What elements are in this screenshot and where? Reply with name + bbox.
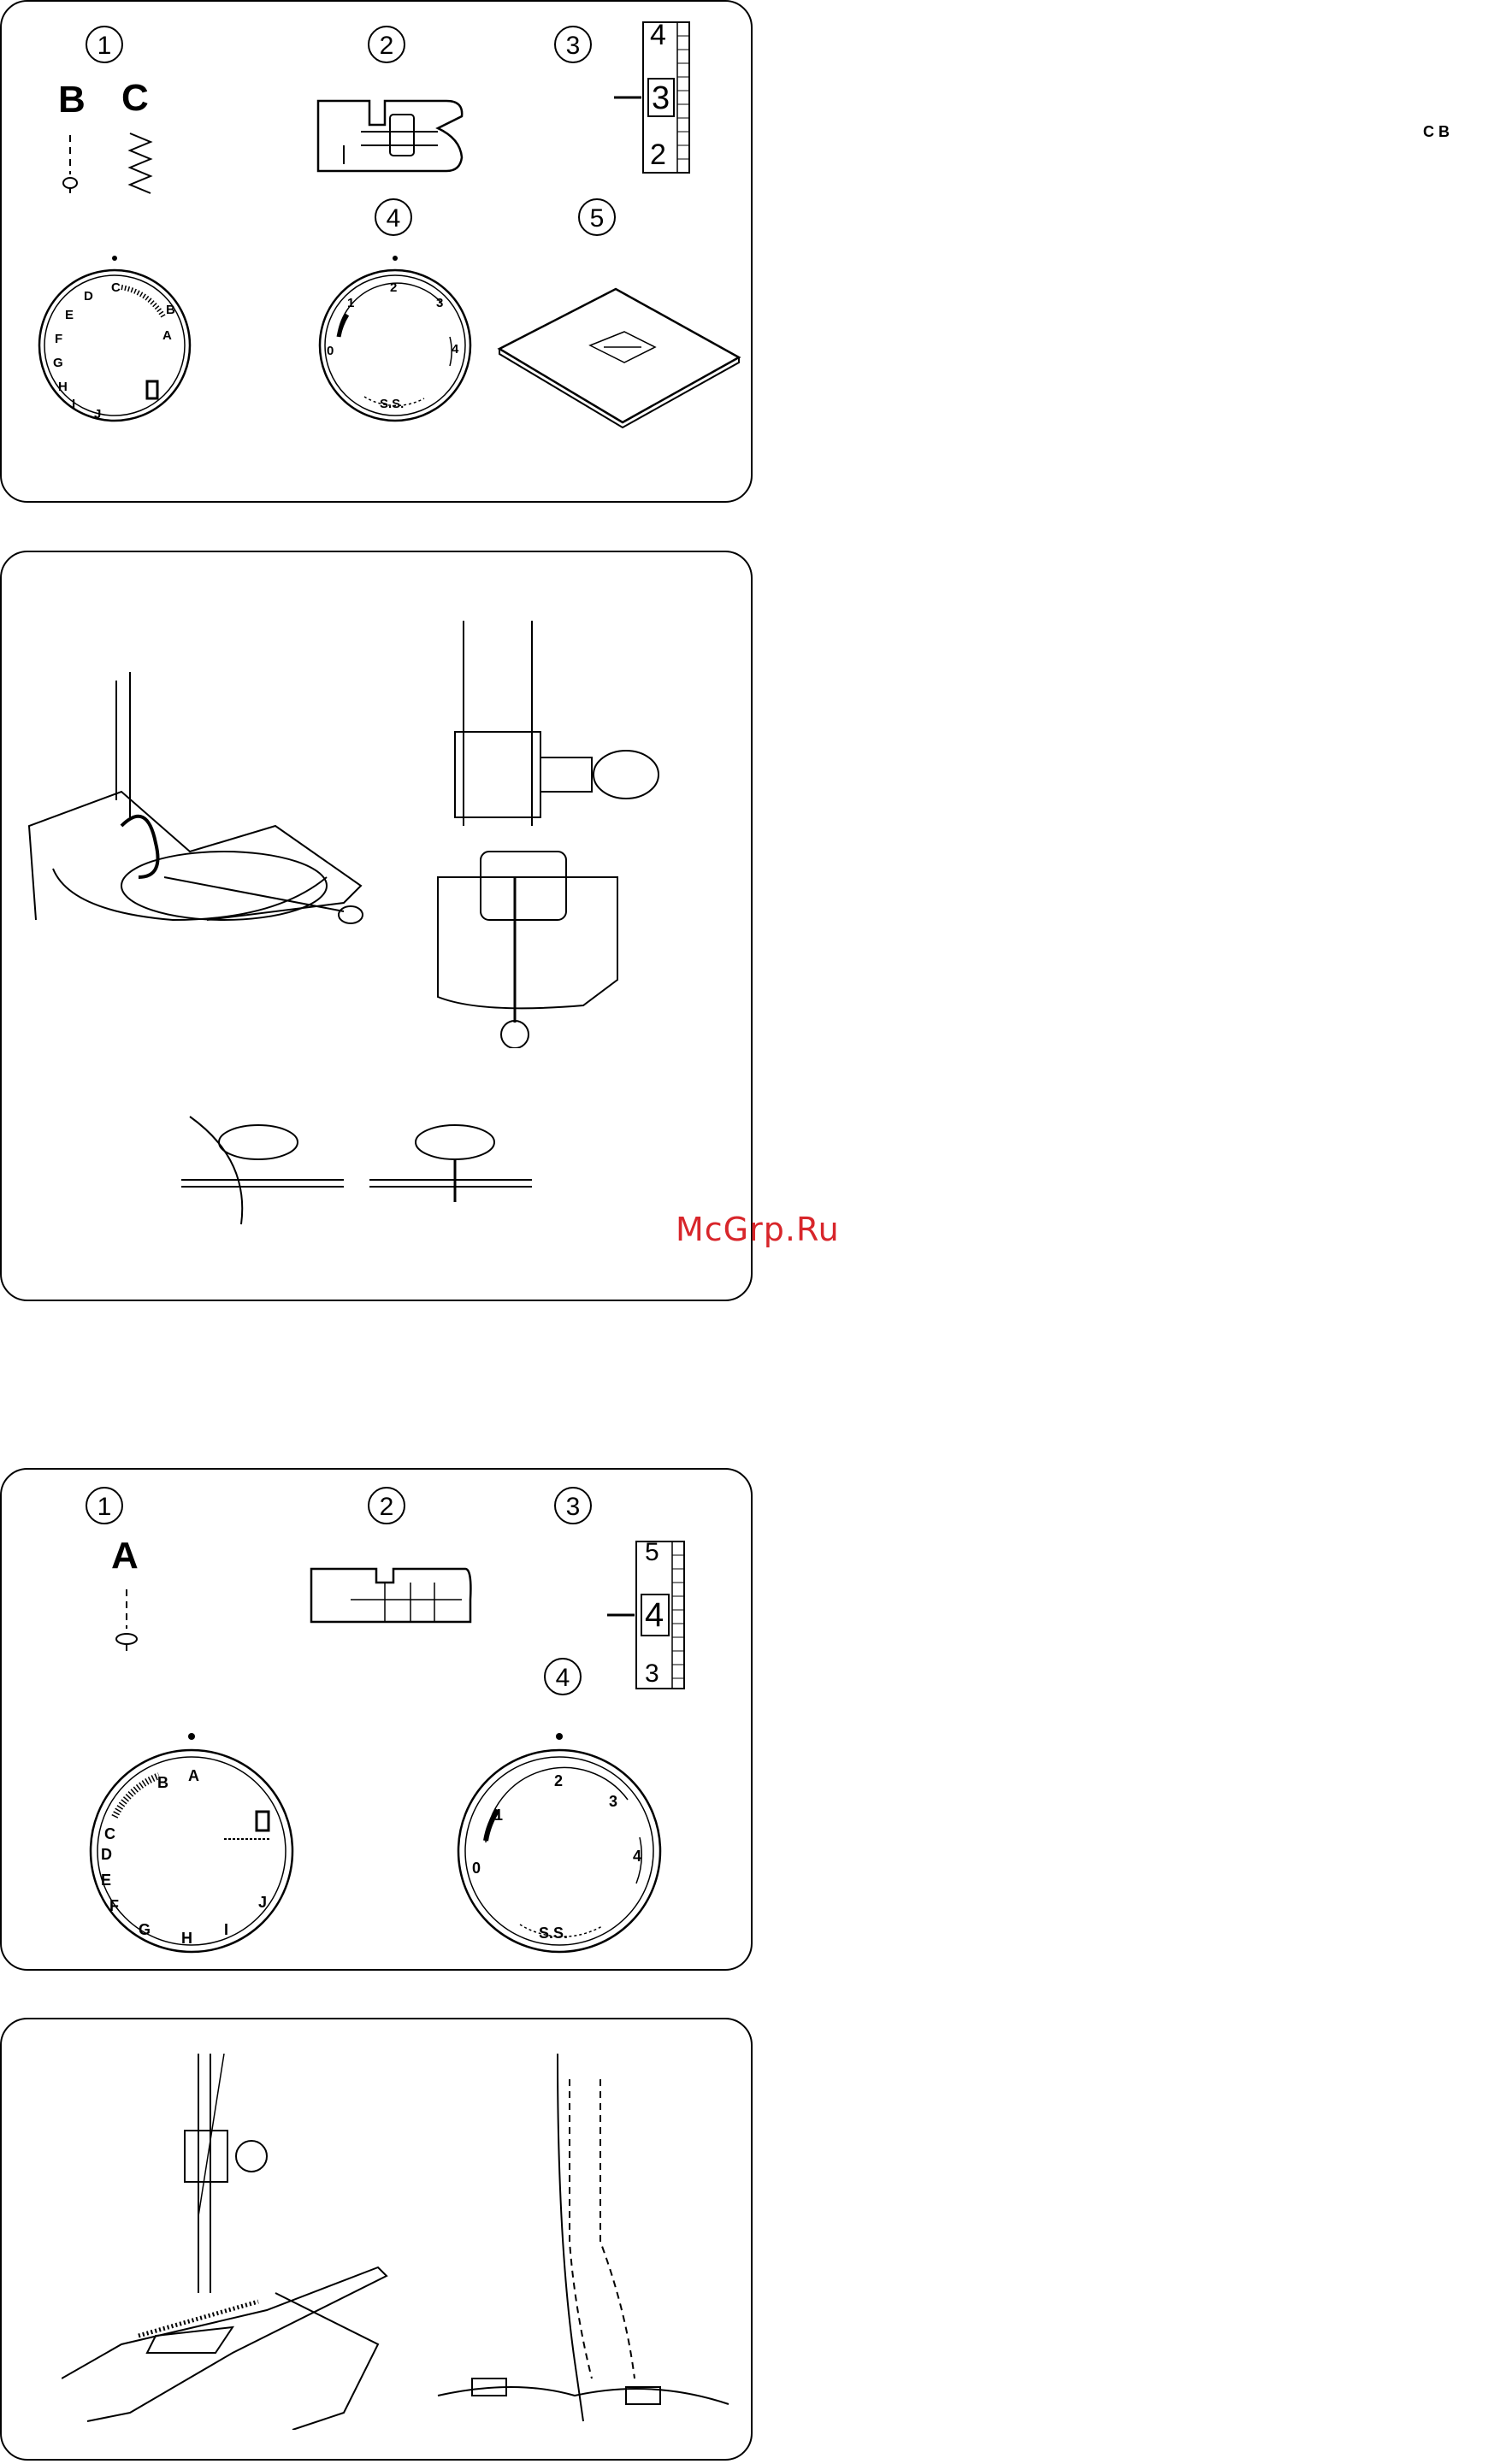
watermark-text: McGrp.Ru: [676, 1211, 840, 1248]
dial-letter-h: H: [58, 380, 68, 394]
dial-letter-a: A: [188, 1767, 199, 1785]
dial-letter-g: G: [53, 356, 63, 370]
stitch-length-scale: 5 4 3: [607, 1538, 693, 1696]
step-1-badge: 1: [86, 26, 123, 63]
zipper-sewing-illustration-panel: [0, 2018, 753, 2461]
length-tick-3: 3: [645, 1659, 659, 1689]
zigzag-stitch-icon: [123, 130, 157, 198]
step-4-badge: 4: [375, 198, 412, 236]
dial-letter-h: H: [181, 1930, 192, 1948]
pattern-selector-dial: A B C D E F G H I J: [87, 1731, 310, 1962]
width-tick-2: 2: [554, 1772, 563, 1790]
dial-letter-b: B: [157, 1774, 168, 1792]
width-tick-2: 2: [390, 280, 397, 295]
dial-letter-d: D: [101, 1846, 112, 1864]
dial-letter-e: E: [65, 308, 74, 322]
buttonhole-foot-icon: [310, 94, 472, 176]
width-tick-3: 3: [609, 1793, 617, 1811]
pattern-dial-ring: [87, 1731, 310, 1962]
step-2-badge: 2: [368, 26, 405, 63]
dial-letter-j: J: [94, 407, 101, 421]
side-dial-fragment-label: C B: [1423, 123, 1450, 141]
dial-letter-c: C: [111, 280, 121, 295]
dial-letter-b: B: [166, 303, 175, 317]
width-dial-ss-label: S.S.: [539, 1925, 568, 1942]
width-tick-0: 0: [472, 1860, 481, 1877]
dial-letter-j: J: [258, 1894, 267, 1912]
dial-letter-d: D: [84, 289, 93, 304]
button-sewing-illustration-panel: [0, 551, 753, 1301]
length-tick-2: 2: [650, 139, 666, 172]
dial-letter-g: G: [139, 1921, 151, 1939]
step-5-badge: 5: [578, 198, 616, 236]
length-tick-5: 5: [645, 1538, 659, 1567]
step-2-badge: 2: [368, 1487, 405, 1524]
needle-bar-front-illustration: [429, 621, 712, 1048]
dial-letter-a: A: [162, 328, 172, 343]
width-dial-ss-label: S.S.: [380, 397, 404, 411]
zipper-foot-icon: [308, 1565, 474, 1630]
width-tick-4: 4: [633, 1848, 641, 1866]
step-1-badge: 1: [86, 1487, 123, 1524]
dial-letter-i: I: [72, 397, 75, 411]
width-tick-4: 4: [452, 342, 458, 357]
length-tick-4: 4: [645, 1596, 664, 1635]
step-3-badge: 3: [554, 1487, 592, 1524]
button-under-foot-illustration: [19, 672, 378, 928]
width-tick-0: 0: [327, 344, 334, 358]
settings-panel-sewing-button: 1 2 3 4 5 B C: [0, 0, 753, 503]
settings-panel-zipper: 1 2 3 4 A 5 4 3: [0, 1468, 753, 1971]
dial-letter-f: F: [109, 1897, 119, 1915]
width-tick-3: 3: [436, 296, 443, 310]
step-3-badge: 3: [554, 26, 592, 63]
width-tick-1: 1: [494, 1807, 503, 1824]
step-4-badge: 4: [544, 1658, 582, 1695]
button-shank-illustration: [181, 1108, 540, 1228]
width-tick-1: 1: [347, 296, 354, 310]
zipper-foot-sewing-illustration: [62, 2054, 421, 2430]
dial-letter-e: E: [101, 1872, 111, 1889]
stitch-width-dial: 0 1 2 3 4 S.S.: [457, 1731, 670, 1962]
pattern-letter-b: B: [58, 79, 86, 121]
dial-letter-c: C: [104, 1825, 115, 1843]
length-tick-3: 3: [652, 80, 670, 117]
dial-letter-f: F: [55, 332, 62, 346]
darning-plate-icon: [496, 286, 744, 429]
pattern-letter-c: C: [121, 77, 149, 120]
dial-letter-i: I: [224, 1921, 228, 1939]
stitch-width-dial: 0 1 2 3 4 S.S.: [313, 251, 481, 431]
pattern-letter-a: A: [111, 1535, 139, 1577]
stitch-length-scale: 4 3 2: [614, 19, 700, 180]
straight-stitch-icon: [53, 132, 87, 195]
straight-stitch-icon: [109, 1586, 144, 1654]
pattern-selector-dial: A B C D E F G H I J: [36, 251, 197, 431]
length-tick-4: 4: [650, 19, 666, 52]
zipper-seam-result-illustration: [429, 2054, 737, 2430]
